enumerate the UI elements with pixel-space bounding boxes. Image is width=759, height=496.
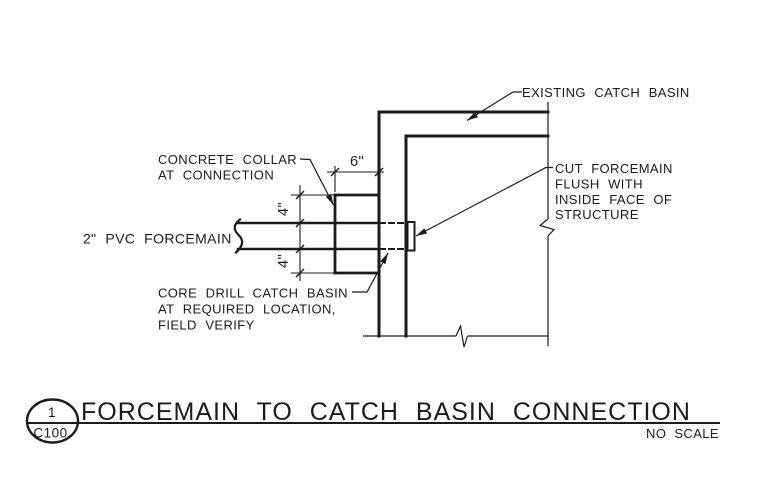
detail-title: FORCEMAIN TO CATCH BASIN CONNECTION — [81, 398, 691, 426]
leader-existing-catch-basin — [466, 91, 522, 122]
dim6-tick-right — [374, 167, 384, 177]
label-core-drill-line1: CORE DRILL CATCH BASIN — [158, 286, 348, 301]
concrete-collar-outline — [333, 193, 381, 275]
dim6-tick-left — [330, 167, 340, 177]
label-cut-forcemain-line2: FLUSH WITH — [555, 177, 643, 192]
label-concrete-collar-line2: AT CONNECTION — [158, 168, 274, 183]
right-extent-break-symbol — [538, 218, 556, 237]
label-core-drill-line2: AT REQUIRED LOCATION, — [158, 302, 336, 317]
detail-number: 1 — [48, 405, 56, 420]
leader-concrete-collar — [299, 158, 335, 206]
dim4-tick-2 — [295, 218, 305, 228]
section-extent-lines — [363, 102, 556, 348]
pipe-break-symbol — [233, 217, 244, 255]
leader-core-drill — [352, 252, 389, 293]
sheet-number: C100 — [33, 426, 67, 441]
catch-basin-walls — [377, 110, 550, 338]
label-cut-forcemain-line4: STRUCTURE — [555, 207, 639, 222]
label-existing-catch-basin: EXISTING CATCH BASIN — [522, 85, 690, 100]
callout-circle — [25, 398, 80, 444]
dim-collar-above-label: 4" — [276, 202, 292, 216]
leader-lines — [299, 91, 553, 293]
leader-cut-forcemain — [415, 166, 553, 237]
dim-collar-below-label: 4" — [276, 254, 292, 268]
label-cut-forcemain-line3: INSIDE FACE OF — [555, 192, 672, 207]
dim-collar-width-label: 6" — [350, 154, 364, 170]
detail-callout-bubble: 1 C100 — [25, 398, 720, 444]
label-pvc-forcemain: 2" PVC FORCEMAIN — [83, 231, 232, 247]
dim4-tick-3 — [295, 244, 305, 254]
label-core-drill-line3: FIELD VERIFY — [158, 318, 255, 333]
label-cut-forcemain-line1: CUT FORCEMAIN — [555, 161, 673, 176]
label-concrete-collar-line1: CONCRETE COLLAR — [158, 152, 297, 167]
forcemain-pipe — [233, 217, 416, 255]
pipe-end-flush-cut — [406, 221, 416, 252]
bottom-extent-break-symbol — [455, 323, 469, 348]
scale-note: NO SCALE — [646, 426, 719, 441]
